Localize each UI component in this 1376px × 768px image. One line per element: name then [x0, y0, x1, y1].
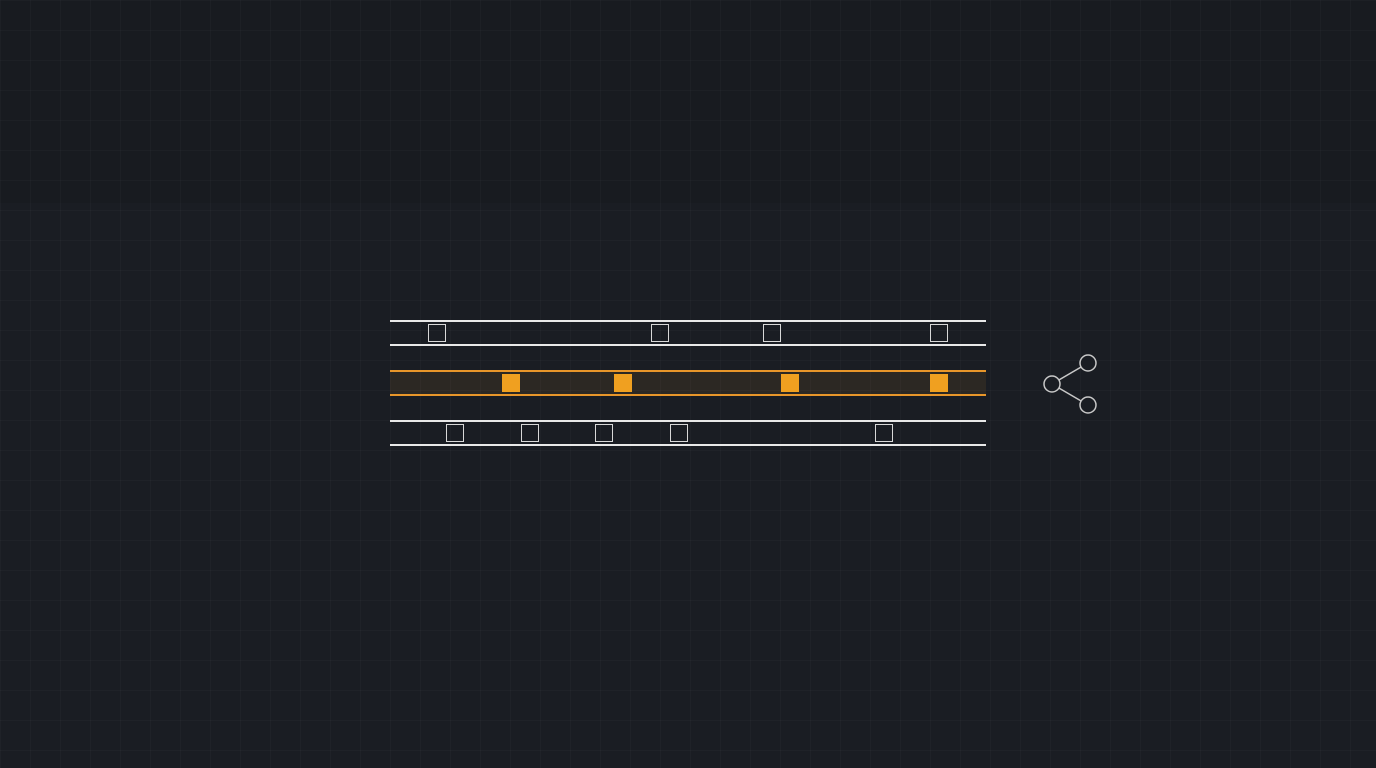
- step-marker[interactable]: [651, 324, 670, 342]
- step-marker[interactable]: [762, 324, 781, 342]
- step-active[interactable]: [930, 374, 949, 392]
- share-icon[interactable]: [1040, 352, 1102, 414]
- step-marker[interactable]: [520, 424, 539, 442]
- step-active[interactable]: [502, 374, 521, 392]
- step-marker[interactable]: [595, 424, 614, 442]
- step-marker[interactable]: [874, 424, 893, 442]
- step-marker[interactable]: [930, 324, 949, 342]
- step-marker[interactable]: [427, 324, 446, 342]
- header-band: [0, 0, 1376, 203]
- track-row[interactable]: [390, 320, 986, 346]
- step-active[interactable]: [781, 374, 800, 392]
- step-marker[interactable]: [446, 424, 465, 442]
- track-row[interactable]: [390, 420, 986, 446]
- step-marker[interactable]: [669, 424, 688, 442]
- step-active[interactable]: [613, 374, 632, 392]
- track-row[interactable]: [390, 370, 986, 396]
